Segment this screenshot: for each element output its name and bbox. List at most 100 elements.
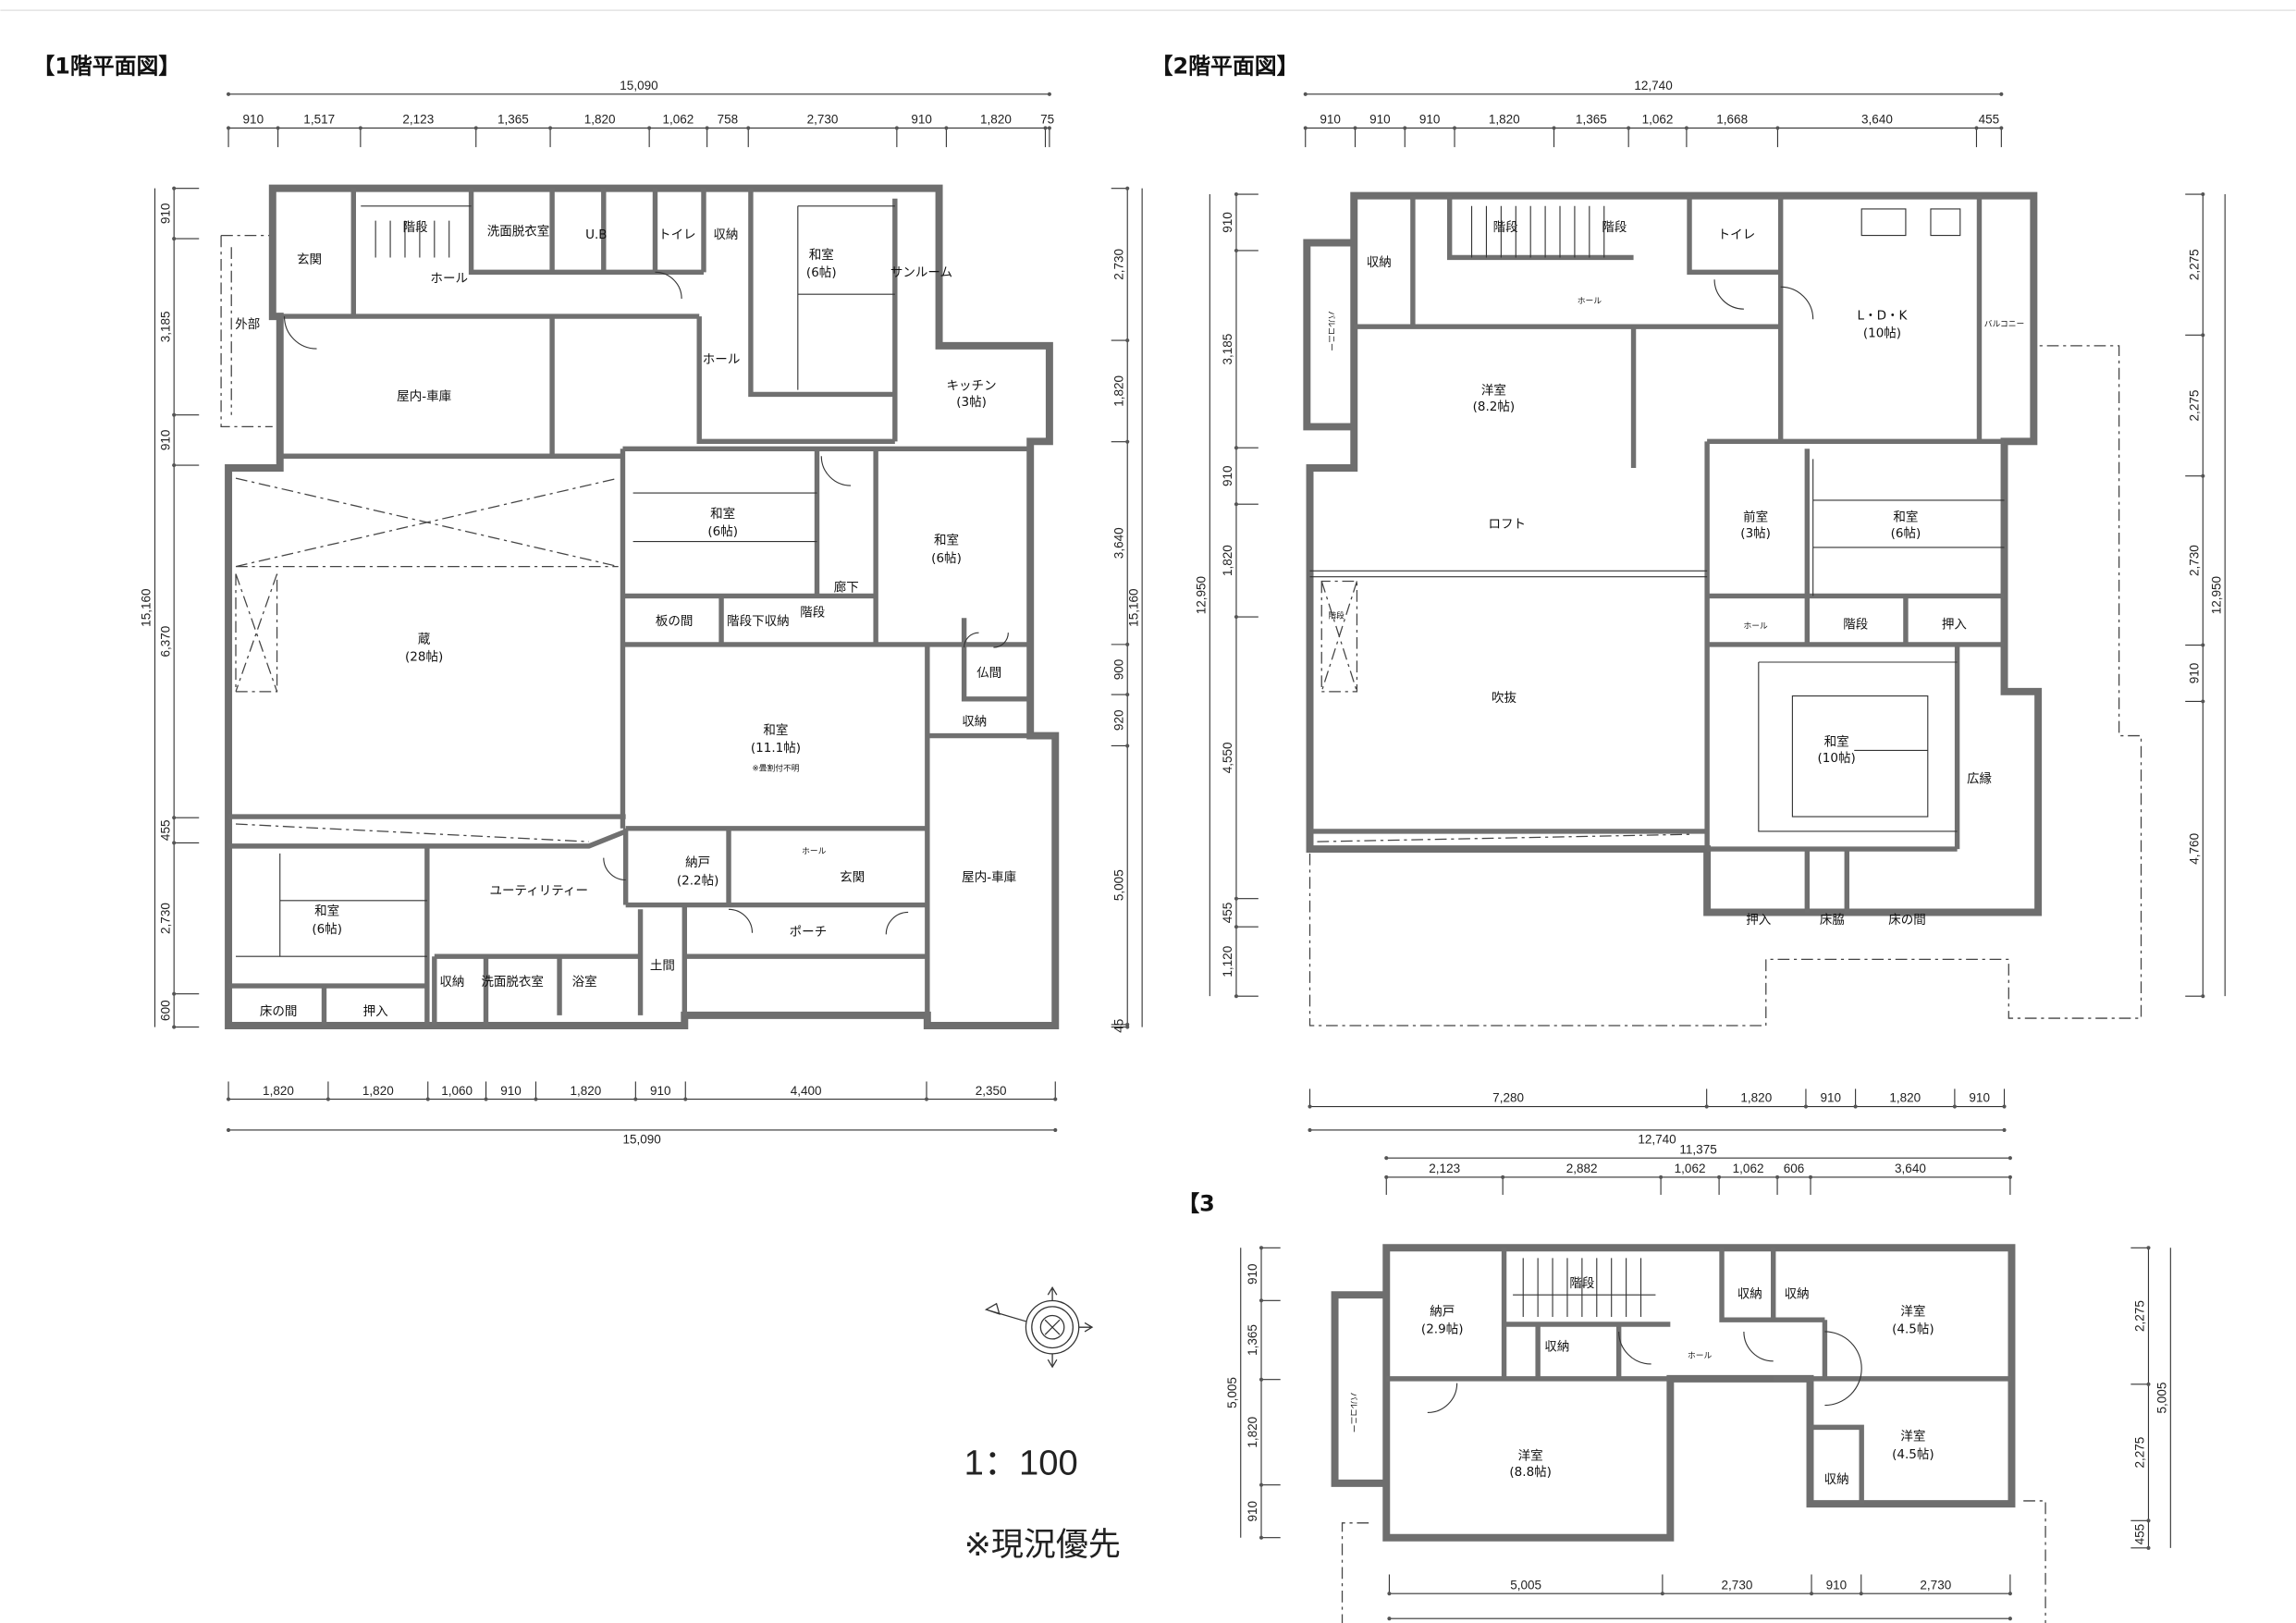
floor1-room-label: ホール (703, 352, 741, 367)
door-swings (1713, 279, 1814, 320)
door-swings (1427, 1331, 1862, 1414)
floor1-room-label: 玄関 (840, 869, 865, 885)
dimension-node (2201, 333, 2205, 338)
total-dimension-value: 15,160 (1126, 588, 1140, 626)
dimension-value: 2,730 (1722, 1578, 1753, 1592)
dimension-value: 455 (1979, 113, 2000, 127)
dimension-value: 910 (1419, 113, 1441, 127)
floor3-room-label: 納戸 (1430, 1304, 1455, 1319)
dimension-value: 2,275 (2133, 1437, 2147, 1469)
floor1-room-label: ユーティリティー (490, 883, 589, 898)
floor3-room-label: バルコニー (1348, 1393, 1358, 1433)
dimension-value: 910 (1221, 465, 1234, 486)
dimension-node (172, 816, 177, 820)
floor2-room-label: (10帖) (1863, 326, 1901, 340)
dimension-node (633, 1097, 638, 1101)
floor1-room-label: 洗面脱衣室 (481, 974, 544, 990)
dimension-value: 910 (1369, 113, 1391, 127)
dimension-node (2007, 1174, 2012, 1179)
dimension-value: 910 (2188, 663, 2202, 684)
dimension-node (1775, 1174, 1780, 1179)
floor2-room-label: ロフト (1488, 517, 1526, 532)
dimension-value: 910 (158, 203, 172, 225)
floor1-room-label: 和室 (314, 904, 339, 919)
dimension-value: 910 (243, 113, 264, 127)
floor3-room-label: (4.5帖) (1892, 1447, 1934, 1462)
dimension-node (2201, 699, 2205, 704)
total-dimension-value: 5,005 (1225, 1377, 1239, 1408)
dimension-node (1775, 126, 1780, 130)
dimension-value: 2,730 (1111, 249, 1125, 280)
floor1-room-label: 板の間 (656, 614, 694, 629)
balcony-wall (1331, 1291, 1387, 1487)
dimension-node (226, 92, 231, 96)
dimension-node (276, 126, 280, 130)
floor1-room-label: 蔵 (418, 632, 431, 646)
floor3-room-label: (4.5帖) (1892, 1322, 1934, 1337)
dimension-node (226, 1127, 231, 1133)
floor3-room-label: 収納 (1785, 1286, 1810, 1301)
dimension-value: 1,365 (1576, 113, 1607, 127)
floor2-room-label: 広縁 (1967, 771, 1992, 786)
floor1-room-label: サンルーム (890, 265, 952, 280)
floor2-room-label: 押入 (1942, 617, 1968, 632)
floor3-plan (1331, 1244, 2046, 1623)
dimension-value: 455 (1221, 903, 1234, 924)
floor1-room-label: ※畳割付不明 (752, 763, 799, 774)
dimension-node (1999, 126, 2004, 130)
dimension-value: 1,060 (441, 1084, 473, 1098)
dimension-value: 2,275 (2188, 249, 2202, 280)
dimension-node (1047, 92, 1051, 96)
floor1-room-label: 和室 (710, 506, 735, 522)
dimension-value: 2,730 (1920, 1578, 1951, 1592)
dimension-node (1234, 191, 1239, 197)
total-dimension-value: 11,375 (1679, 1142, 1716, 1156)
dimension-value: 1,820 (1740, 1091, 1772, 1105)
dimension-value: 2,730 (807, 113, 839, 127)
dimension-value: 4,760 (2188, 833, 2202, 865)
total-dimension-value: 12,950 (2209, 576, 2223, 614)
floor1-room-label: 床の間 (260, 1004, 298, 1019)
dimension-node (325, 1097, 330, 1101)
floor1-room-label: 屋内-車庫 (962, 870, 1016, 885)
dimension-value: 606 (1784, 1162, 1805, 1175)
total-dimension-value: 12,740 (1638, 1132, 1676, 1146)
floor1-room-label: 和室 (809, 247, 834, 263)
floor1-room-label: キッチン (947, 379, 997, 394)
dimension-value: 900 (1111, 659, 1125, 681)
dimension-node (226, 1097, 231, 1101)
dimension-node (1125, 693, 1130, 697)
floor3-room-label: 収納 (1824, 1472, 1849, 1487)
priority-note: ※現況優先 (964, 1527, 1121, 1564)
loft-stair-marks (1317, 580, 1693, 842)
floor1-room-label: U.B (585, 227, 607, 242)
floor1-room-label: 廊下 (834, 580, 859, 596)
dimension-node (1043, 126, 1048, 130)
floor1-room-label: 浴室 (572, 974, 597, 990)
dimension-value: 3,640 (1111, 527, 1125, 559)
floor1-room-label: (6帖) (707, 524, 738, 539)
floor2-room-label: バルコニー (1984, 319, 2025, 329)
floor3-room-label: ホール (1688, 1351, 1712, 1361)
floor3-room-label: 収納 (1544, 1340, 1569, 1355)
dimension-node (1717, 1174, 1722, 1179)
dimension-value: 2,882 (1566, 1162, 1598, 1175)
dimension-value: 1,062 (1675, 1162, 1706, 1175)
floor1-room-label: トイレ (658, 227, 696, 242)
dimension-value: 1,517 (303, 113, 335, 127)
floor2-room-label: バルコニー (1326, 311, 1336, 351)
dimension-value: 75 (1040, 113, 1054, 127)
floor3-title: 【3 (1177, 1190, 1214, 1216)
dimension-node (1308, 1127, 1312, 1133)
balcony-wall (1303, 239, 1355, 431)
total-dimension-value: 15,090 (622, 1132, 660, 1146)
